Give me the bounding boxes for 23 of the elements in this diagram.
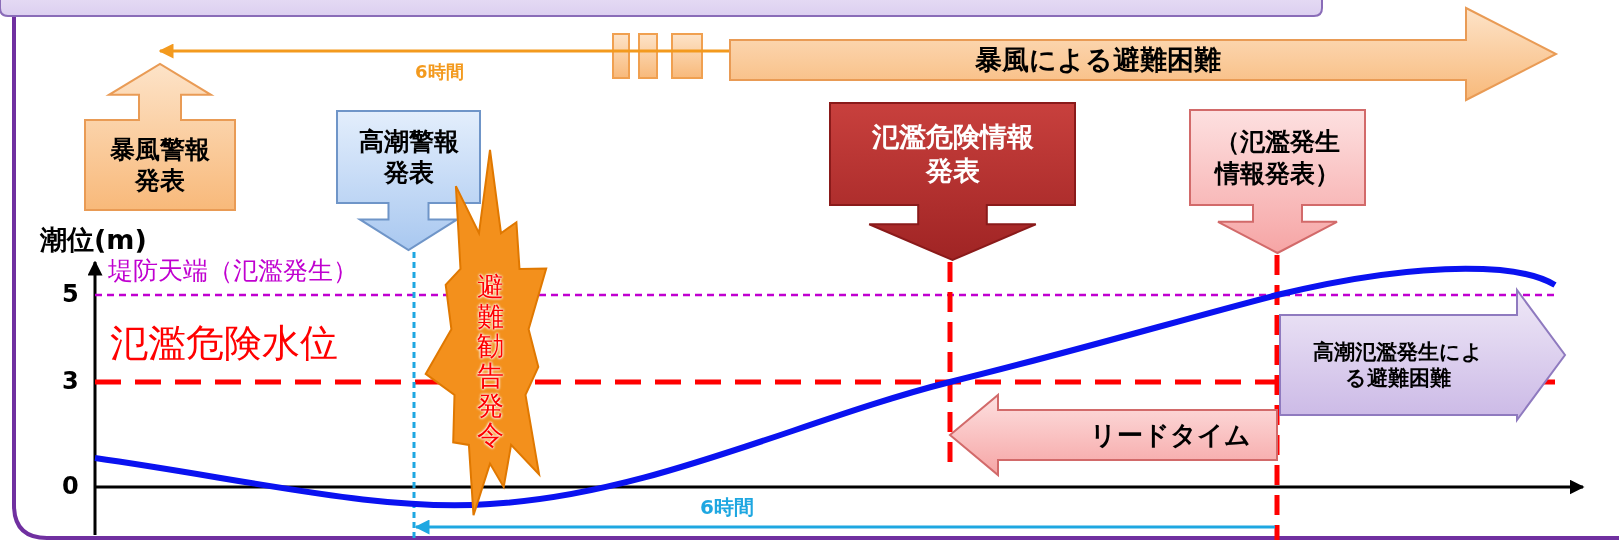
edge-label: 6時間: [415, 60, 464, 84]
arrow: [158, 43, 730, 59]
arrow-text: 暴風による避難困難: [974, 43, 1222, 78]
line-label: 氾濫危険水位: [110, 320, 338, 367]
callout-text: 高潮警報発表: [357, 125, 460, 189]
line-label: 堤防天端（氾濫発生）: [108, 255, 358, 287]
duration-label: 6時間: [700, 494, 754, 521]
callout-text: 暴風警報発表: [109, 133, 211, 197]
axis-title: 潮位(m): [40, 223, 147, 257]
callout-box: [1190, 110, 1365, 253]
arrow-band: [950, 395, 1277, 475]
tick-label: 0: [62, 472, 79, 500]
callout-box: [830, 103, 1075, 260]
callout-box: [337, 111, 480, 250]
callout-box: [85, 64, 235, 210]
tick-label: 5: [62, 280, 79, 308]
burst-text: 避難勧告発令: [475, 269, 505, 453]
arrow-band: [1280, 290, 1565, 420]
callout-text: 氾濫危険情報発表: [870, 120, 1035, 188]
tick-label: 3: [62, 367, 79, 395]
arrow-text: 高潮氾濫発生による避難困難: [1312, 338, 1485, 392]
arrow-text: リードタイム: [1089, 418, 1251, 452]
callout-text: （氾濫発生情報発表）: [1213, 126, 1341, 190]
